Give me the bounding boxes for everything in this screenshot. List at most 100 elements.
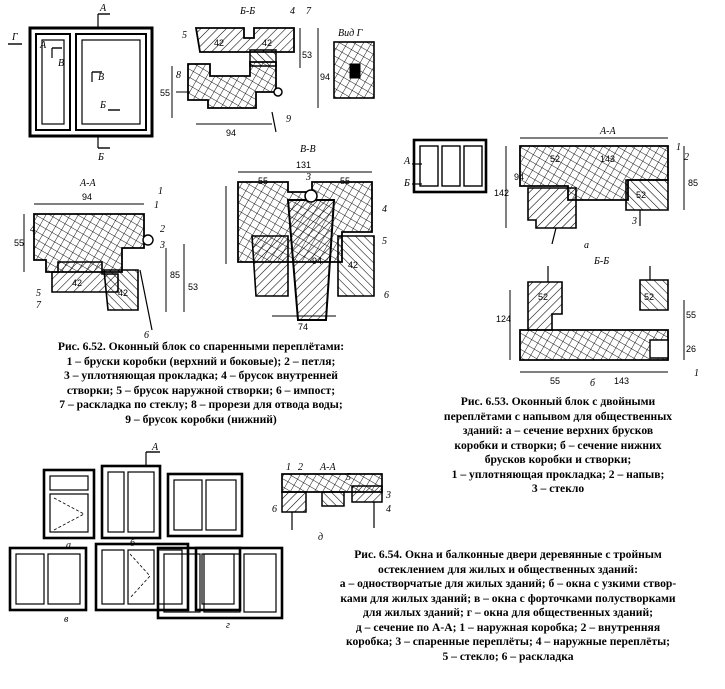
fig653-dims-text: 52 [636, 190, 646, 200]
fig653-dims-text: 52 [550, 154, 560, 164]
fig653-callouts-text: 1 [676, 142, 681, 153]
fig654-section-d [281, 473, 383, 530]
fig652-callouts-text: 7 [36, 300, 42, 311]
label-bb: Б-Б [593, 256, 609, 267]
fig652-caption-line: 1 – бруски коробки (верхний и боковые); … [66, 354, 336, 368]
label-view-g: Вид Г [338, 28, 363, 39]
fig653-callouts-text: 1 [694, 368, 699, 379]
fig654-labels: а б в г д А-А А [64, 442, 336, 631]
fig652-callouts-text: 1 [154, 200, 159, 211]
fig654-callouts-text: 2 [298, 462, 303, 473]
fig652-elevation [8, 13, 154, 149]
label-v-left: В [58, 58, 64, 69]
fig652-dims-text: 42 [118, 288, 128, 298]
fig654-caption-line: ками для жилых зданий; в – окна с форточ… [340, 591, 676, 605]
fig652-dims-text: 85 [170, 270, 180, 280]
fig652-caption-line: створки; 5 – брусок наружной створки; 6 … [66, 383, 336, 397]
label-a-left: А [39, 40, 47, 51]
label-a: а [66, 540, 71, 551]
fig652-dims-text: 94 [320, 72, 330, 82]
fig652-caption-line: 7 – раскладка по стеклу; 8 – прорези для… [59, 398, 343, 411]
fig653-labels-text: А [403, 156, 411, 167]
fig654-caption-line: коробка; 3 – спаренные переплёты; 4 – на… [345, 635, 671, 648]
fig652-callouts-text: 7 [306, 6, 312, 17]
fig652-dims-text: 42 [214, 38, 224, 48]
fig652-dims-text: 55 [160, 88, 170, 98]
label-vv: В-В [300, 144, 316, 155]
fig653-dims-text: 143 [614, 376, 629, 386]
label-aa: А-А [599, 126, 616, 137]
fig653-caption-line: брусков коробки и створки; [484, 453, 632, 466]
fig652-view-g [333, 41, 375, 99]
fig653-dims-text: 55 [550, 376, 560, 386]
fig652-callouts-text: 4 [382, 204, 387, 215]
fig654-caption-line: 5 – стекло; 6 – раскладка [442, 649, 574, 663]
fig652-callouts-text: 3 [305, 172, 311, 183]
fig652-callouts-text: 4 [290, 6, 295, 17]
fig653-callouts-text: 2 [684, 152, 689, 163]
fig652-dims-text: 94 [312, 256, 322, 266]
fig653-callouts: 1 2 3 1 [631, 142, 699, 379]
fig652-dims-text: 42 [262, 38, 272, 48]
fig654-callouts-text: 4 [386, 504, 391, 515]
fig652-dims-text: 42 [348, 260, 358, 270]
fig652-callouts: 4 7 5 8 9 1 2 3 5 7 6 3 4 5 6 4 1 [30, 6, 389, 341]
fig652-caption-line: 9 – брусок коробки (нижний) [125, 412, 277, 426]
fig653-callouts-text: 3 [631, 216, 637, 227]
fig652-section-bb [171, 27, 319, 133]
fig652-callouts-text: 8 [176, 70, 181, 81]
fig653-dims-text: 143 [600, 154, 615, 164]
fig652-callouts-text: 3 [159, 240, 165, 251]
fig653-dims: 52 143 142 94 52 85 52 124 52 55 143 26 … [494, 154, 698, 386]
label-v-mid: В [98, 72, 104, 83]
label-aa: А-А [319, 462, 336, 473]
fig654-labels-text: А [151, 442, 159, 453]
fig652-caption-line: Рис. 6.52. Оконный блок со спаренными пе… [57, 340, 345, 353]
fig653-caption: Рис. 6.53. Оконный блок с двойными переп… [398, 395, 718, 497]
label-b-mid: Б [99, 100, 106, 111]
fig654-callouts-text: 3 [385, 490, 391, 501]
label-b-bottom: Б [97, 152, 104, 163]
label-d: д [318, 532, 323, 543]
fig653-dims-text: 52 [644, 292, 654, 302]
label-b: б [590, 378, 596, 389]
fig654-window-b2 [166, 472, 244, 538]
label-v: в [64, 614, 69, 625]
fig653-dims-text: 52 [538, 292, 548, 302]
label-bb: Б-Б [239, 6, 255, 17]
fig652-callouts-text: 9 [286, 114, 291, 125]
fig654-window-a [42, 468, 96, 540]
fig654-caption-line: остеклением для жилых и общественных зда… [378, 562, 638, 576]
fig653-dims-text: 55 [686, 310, 696, 320]
fig653-dims-text: 142 [494, 188, 509, 198]
fig652-callouts-text: 4 [30, 224, 35, 235]
fig653-labels: А-А Б-Б а б А Б [403, 126, 616, 389]
fig652-callouts-text: 6 [384, 290, 389, 301]
fig652-dims: 42 42 53 94 55 94 94 55 42 42 85 53 131 … [14, 38, 358, 332]
fig652-callouts-text: 5 [182, 30, 187, 41]
fig653-section-a [505, 137, 685, 245]
fig652-section-vv [225, 171, 375, 321]
fig653-caption-line: 3 – стекло [531, 482, 585, 495]
fig652-callouts-text: 6 [144, 330, 149, 341]
fig652-dims-text: 55 [340, 176, 350, 186]
fig652-dims-text: 55 [258, 176, 268, 186]
fig652-dims-text: 74 [298, 322, 308, 332]
fig653-caption-line: зданий: а – сечение верхних брусков [462, 424, 654, 437]
fig652-callouts-text: 1 [158, 186, 163, 197]
fig654-window-g [156, 546, 284, 620]
fig652-callouts-text: 2 [160, 224, 165, 235]
fig654-callouts-text: 1 [286, 462, 291, 473]
fig653-caption-line: 1 – уплотняющая прокладка; 2 – напыв; [451, 467, 665, 481]
fig653-elevation [412, 138, 488, 194]
fig654-callouts: 1 2 3 4 5 6 [272, 462, 391, 515]
fig652-dims-text: 55 [14, 238, 24, 248]
fig654-caption-line: а – одностворчатые для жилых зданий; б –… [339, 577, 677, 590]
fig654-caption-line: д – сечение по А-А; 1 – наружная коробка… [355, 620, 661, 634]
fig652-caption: Рис. 6.52. Оконный блок со спаренными пе… [28, 340, 374, 427]
fig652-dims-text: 53 [188, 282, 198, 292]
label-g: г [226, 620, 230, 631]
fig652-dims-text: 131 [296, 160, 311, 170]
fig653-dims-text: 85 [688, 178, 698, 188]
